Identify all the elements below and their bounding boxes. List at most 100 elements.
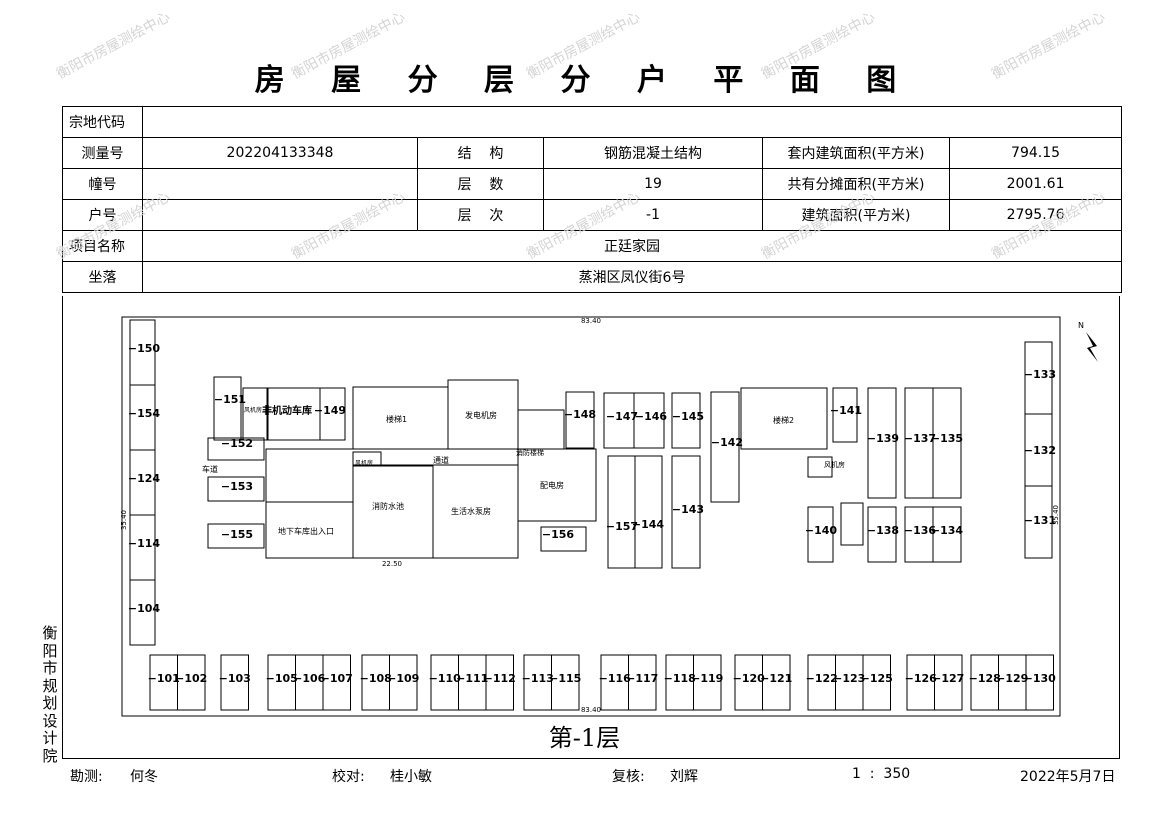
bottom-slot-group <box>807 654 891 711</box>
bottom-slot-group <box>267 654 351 711</box>
parking-slot-138: −138 <box>867 524 899 537</box>
floor-label: 第-1层 <box>548 724 621 752</box>
slot-141-box <box>832 387 858 443</box>
parking-slot-114: −114 <box>128 537 161 550</box>
parking-slot-155: −155 <box>221 528 253 541</box>
side-char: 阳 <box>42 641 58 660</box>
dim-top: 83.40 <box>581 317 601 325</box>
parking-slot-123: −123 <box>833 672 865 685</box>
location-label: 坐落 <box>62 261 143 293</box>
parking-slot-146: −146 <box>635 410 668 423</box>
room-fire-pool: 消防水池 <box>372 501 404 511</box>
stair-2-box <box>740 387 828 450</box>
parking-slot-115: −115 <box>549 672 581 685</box>
small-stair-box <box>840 502 864 546</box>
info-row-location: 坐落 蒸湘区凤仪街6号 <box>62 261 1123 293</box>
north-label: N <box>1078 321 1084 330</box>
page-title: 房 屋 分 层 分 户 平 面 图 <box>254 63 915 98</box>
parking-slot-143: −143 <box>672 503 704 516</box>
room-stair-2: 楼梯2 <box>773 415 794 425</box>
side-char: 计 <box>42 729 58 747</box>
parking-slot-157: −157 <box>606 520 638 533</box>
parking-slot-111: −111 <box>456 672 488 685</box>
parking-slot-132: −132 <box>1024 444 1056 457</box>
side-char: 衡 <box>42 624 58 642</box>
project-name-value: 正廷家园 <box>141 230 1123 262</box>
parking-slot-117: −117 <box>626 672 658 685</box>
fan-room-1-box <box>242 387 268 441</box>
parking-slot-106: −106 <box>293 672 326 685</box>
dim-mid: 22.50 <box>382 560 402 568</box>
floor-plan-frame <box>62 296 1120 759</box>
slot-155-box <box>207 523 265 549</box>
parking-slot-127: −127 <box>932 672 964 685</box>
floors-label: 层 数 <box>417 168 544 200</box>
bike-garage-box <box>267 387 346 441</box>
parking-slot-103: −103 <box>219 672 251 685</box>
power-room-box <box>517 448 597 522</box>
fan-room-3-box <box>807 456 833 478</box>
side-char: 规 <box>42 676 58 695</box>
room-water-pump: 生活水泵房 <box>451 506 491 516</box>
parking-slot-118: −118 <box>664 672 696 685</box>
parking-slot-147: −147 <box>606 410 638 423</box>
location-value: 蒸湘区凤仪街6号 <box>141 261 1123 293</box>
side-char: 市 <box>42 659 58 677</box>
room-stair-1: 楼梯1 <box>386 414 407 424</box>
building-no-label: 幢号 <box>62 168 143 200</box>
parking-slot-126: −126 <box>905 672 938 685</box>
parking-slot-116: −116 <box>599 672 632 685</box>
slot-148-box <box>565 391 595 449</box>
parking-slot-112: −112 <box>484 672 516 685</box>
parking-slot-135: −135 <box>931 432 963 445</box>
parking-slot-108: −108 <box>360 672 392 685</box>
parking-slot-145: −145 <box>672 410 704 423</box>
slot-151-box <box>213 376 242 441</box>
parking-slot-142: −142 <box>711 436 743 449</box>
parking-slot-119: −119 <box>691 672 723 685</box>
parking-slot-104: −104 <box>128 602 161 615</box>
slot-145-box <box>671 392 701 449</box>
parking-slot-136: −136 <box>904 524 937 537</box>
parking-slot-130: −130 <box>1024 672 1057 685</box>
parking-slot-134: −134 <box>931 524 964 537</box>
parking-slot-107: −107 <box>321 672 353 685</box>
reviewer-name: 刘辉 <box>670 769 698 785</box>
slot-139-box <box>867 387 897 499</box>
bottom-slot-group <box>430 654 514 711</box>
slot-140-box <box>807 506 834 563</box>
parking-slot-121: −121 <box>760 672 792 685</box>
info-row-survey: 测量号 202204133348 结 构 钢筋混凝土结构 套内建筑面积(平方米)… <box>62 137 1123 169</box>
info-row-project: 项目名称 正廷家园 <box>62 230 1123 262</box>
structure-value: 钢筋混凝土结构 <box>543 137 763 169</box>
floor-level-value: -1 <box>543 199 763 231</box>
parking-slot-129: −129 <box>996 672 1028 685</box>
dim-right: 35.40 <box>1052 505 1060 525</box>
slot-143-box <box>671 455 701 569</box>
land-code-label: 宗地代码 <box>62 106 143 138</box>
parking-slot-156: −156 <box>542 528 575 541</box>
bottom-slot-group <box>220 654 249 711</box>
parking-slot-153: −153 <box>221 480 253 493</box>
room-fan-3: 风机房 <box>824 460 845 469</box>
slot-152-box <box>207 437 265 461</box>
parking-slot-125: −125 <box>861 672 893 685</box>
building-area-value: 2795.76 <box>948 199 1123 231</box>
left-slot-column <box>129 319 156 646</box>
room-power: 配电房 <box>540 480 564 490</box>
north-arrow: N <box>1078 321 1098 362</box>
parking-slot-148: −148 <box>564 408 596 421</box>
parking-slot-113: −113 <box>522 672 554 685</box>
room-ramp: 地下车库出入口 <box>278 526 334 536</box>
floors-value: 19 <box>543 168 763 200</box>
bottom-slot-group <box>970 654 1054 711</box>
parking-slot-105: −105 <box>266 672 298 685</box>
parking-slot-102: −102 <box>175 672 207 685</box>
parking-slot-110: −110 <box>429 672 462 685</box>
parking-slot-139: −139 <box>867 432 899 445</box>
info-row-building: 幢号 层 数 19 共有分摊面积(平方米) 2001.61 <box>62 168 1123 200</box>
right-slot-column <box>1024 341 1053 559</box>
room-car-lane: 车道 <box>202 464 218 474</box>
parking-slot-140: −140 <box>805 524 838 537</box>
